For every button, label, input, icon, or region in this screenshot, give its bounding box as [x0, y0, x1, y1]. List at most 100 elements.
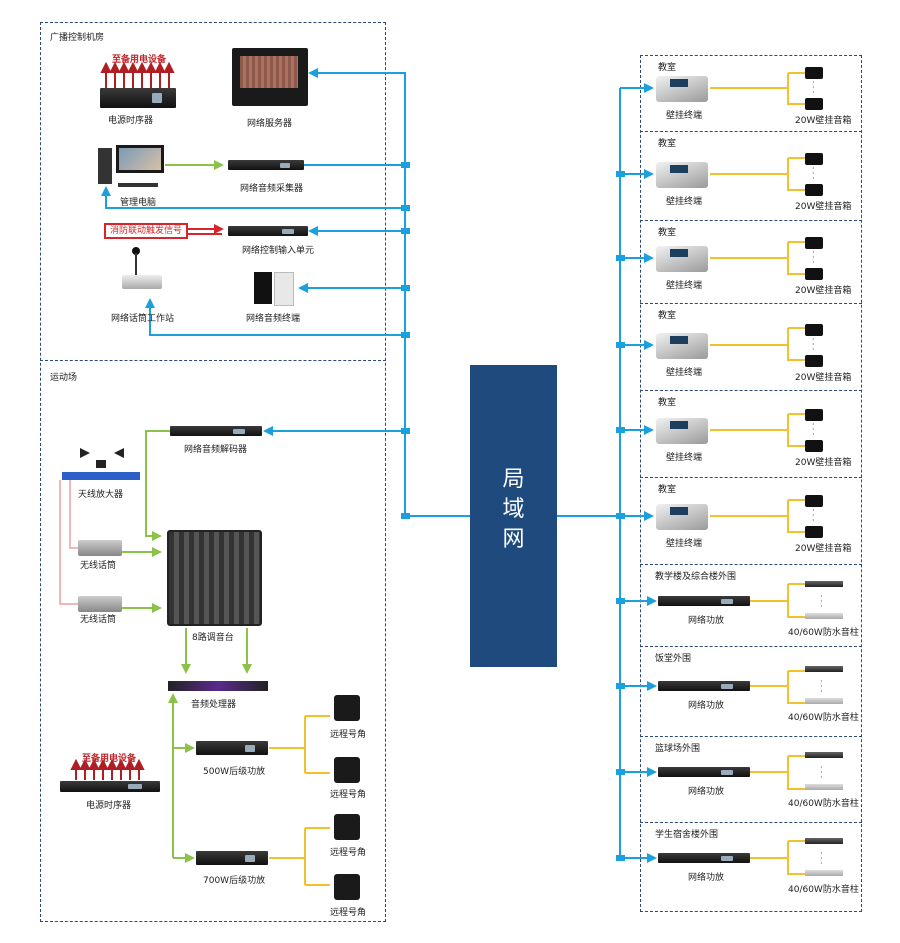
column-speaker-icon: [805, 613, 843, 619]
control-input-label: 网络控制输入单元: [242, 246, 315, 256]
wall-speaker-icon: [805, 355, 823, 367]
power-note: 至备用电设备: [82, 754, 137, 764]
network-amp-device: [658, 681, 750, 691]
processor-label: 音频处理器: [191, 700, 237, 710]
horn-speaker-icon: [334, 695, 360, 721]
ellipsis-icon: ···: [820, 592, 823, 611]
wireless-mic-device: [78, 596, 122, 612]
audio-collector-label: 网络音频采集器: [240, 184, 304, 194]
ellipsis-icon: ···: [820, 677, 823, 696]
audio-terminal-label: 网络音频终端: [246, 314, 301, 324]
wall-speaker-icon: [805, 67, 823, 79]
power-note: 至备用电设备: [112, 55, 167, 65]
column-speaker-label: 40/60W防水音柱: [788, 713, 859, 723]
zone-control-room: [40, 22, 386, 922]
zone-divider: [40, 360, 386, 361]
wireless-mic-label: 无线话筒: [80, 561, 117, 571]
wall-speaker-label: 20W壁挂音箱: [795, 286, 852, 296]
zone-divider: [640, 564, 862, 565]
column-speaker-icon: [805, 581, 843, 587]
wall-speaker-icon: [805, 440, 823, 452]
mixer-label: 8路调音台: [192, 633, 234, 643]
wall-speaker-icon: [805, 153, 823, 165]
admin-pc-label: 管理电脑: [120, 198, 157, 208]
column-speaker-icon: [805, 698, 843, 704]
ellipsis-icon: ···: [812, 506, 815, 525]
wall-speaker-icon: [805, 526, 823, 538]
wall-speaker-icon: [805, 184, 823, 196]
classroom-title: 教室: [658, 139, 677, 149]
power-sequencer-device: [60, 781, 160, 792]
horn-speaker-icon: [334, 814, 360, 840]
classroom-title: 教室: [658, 228, 677, 238]
antenna-amp-device: [62, 448, 140, 482]
column-speaker-label: 40/60W防水音柱: [788, 885, 859, 895]
amp-700-device: [196, 851, 268, 865]
processor-device: [168, 681, 268, 691]
wall-terminal-label: 壁挂终端: [666, 197, 703, 207]
wall-speaker-icon: [805, 495, 823, 507]
network-amp-device: [658, 767, 750, 777]
zone-divider: [640, 390, 862, 391]
wall-terminal-device: [656, 162, 708, 188]
outdoor-zone-title: 篮球场外围: [655, 744, 701, 754]
decoder-device: [170, 426, 262, 436]
outdoor-zone-title: 教学楼及综合楼外围: [655, 572, 737, 582]
column-speaker-icon: [805, 666, 843, 672]
zone-divider: [640, 646, 862, 647]
wall-speaker-icon: [805, 409, 823, 421]
wireless-mic-label: 无线话筒: [80, 615, 117, 625]
amp-500-device: [196, 741, 268, 755]
classroom-title: 教室: [658, 398, 677, 408]
amp-700-label: 700W后级功放: [203, 876, 266, 886]
lan-label: 局 域 网: [470, 465, 557, 555]
wall-speaker-icon: [805, 98, 823, 110]
fire-signal-label: 消防联动触发信号: [109, 226, 182, 236]
horn-label: 远程号角: [330, 790, 367, 800]
column-speaker-icon: [805, 870, 843, 876]
zone-title-sports-field: 运动场: [50, 373, 78, 383]
zone-divider: [640, 822, 862, 823]
wireless-mic-device: [78, 540, 122, 556]
wall-speaker-icon: [805, 268, 823, 280]
wall-speaker-label: 20W壁挂音箱: [795, 373, 852, 383]
network-amp-device: [658, 853, 750, 863]
power-sequencer-label: 电源时序器: [108, 116, 154, 126]
zone-title-control-room: 广播控制机房: [50, 33, 105, 43]
horn-label: 远程号角: [330, 908, 367, 918]
wall-speaker-label: 20W壁挂音箱: [795, 458, 852, 468]
zone-right-column: [640, 55, 862, 912]
zone-divider: [640, 736, 862, 737]
column-speaker-icon: [805, 838, 843, 844]
outdoor-zone-title: 饭堂外围: [655, 654, 692, 664]
amp-500-label: 500W后级功放: [203, 767, 266, 777]
lan-box: 局 域 网: [470, 365, 557, 667]
network-amp-label: 网络功放: [688, 873, 725, 883]
network-amp-label: 网络功放: [688, 701, 725, 711]
column-speaker-label: 40/60W防水音柱: [788, 628, 859, 638]
lan-char: 局: [502, 467, 525, 492]
mic-station-label: 网络话筒工作站: [111, 314, 175, 324]
wall-terminal-device: [656, 504, 708, 530]
ellipsis-icon: ···: [812, 335, 815, 354]
admin-pc-device: [98, 145, 166, 191]
horn-speaker-icon: [334, 874, 360, 900]
ellipsis-icon: ···: [820, 849, 823, 868]
ellipsis-icon: ···: [812, 164, 815, 183]
classroom-title: 教室: [658, 485, 677, 495]
wall-terminal-label: 壁挂终端: [666, 539, 703, 549]
column-speaker-label: 40/60W防水音柱: [788, 799, 859, 809]
zone-divider: [640, 131, 862, 132]
horn-speaker-icon: [334, 757, 360, 783]
wall-terminal-device: [656, 418, 708, 444]
network-amp-label: 网络功放: [688, 616, 725, 626]
audio-terminal-device: [254, 272, 294, 306]
ellipsis-icon: ···: [812, 78, 815, 97]
outdoor-zone-title: 学生宿舍楼外围: [655, 830, 719, 840]
ellipsis-icon: ···: [812, 248, 815, 267]
wall-speaker-label: 20W壁挂音箱: [795, 116, 852, 126]
classroom-title: 教室: [658, 311, 677, 321]
horn-label: 远程号角: [330, 848, 367, 858]
zone-divider: [640, 477, 862, 478]
wall-terminal-label: 壁挂终端: [666, 453, 703, 463]
